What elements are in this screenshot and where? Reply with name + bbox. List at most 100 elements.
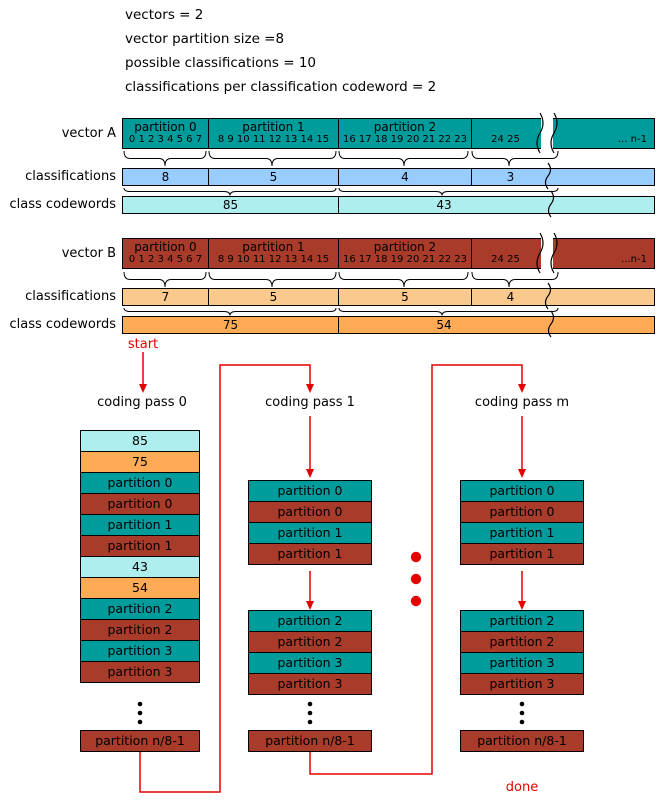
partition-indices: 0 1 2 3 4 5 6 7: [128, 134, 203, 145]
classification-value: 8: [161, 170, 170, 184]
coding-pass-0-label: coding pass 0: [97, 395, 187, 410]
vector-a-label: vector A: [61, 126, 116, 141]
flow-box: partition 1: [248, 543, 372, 565]
param-line-classifications: possible classifications = 10: [125, 55, 316, 71]
partition-indices: 24 25: [491, 254, 520, 265]
partition-indices: 24 25: [491, 134, 520, 145]
start-label: start: [127, 337, 159, 352]
partition-indices: 8 9 10 11 12 13 14 15: [217, 254, 330, 265]
flow-box: partition 2: [248, 631, 372, 653]
flow-box: partition 2: [80, 619, 200, 641]
partition-label: partition 2: [373, 120, 437, 134]
spacer: [557, 119, 650, 134]
partition-indices: 16 17 18 19 20 21 22 23: [342, 254, 468, 265]
partition-label: partition 1: [242, 240, 305, 254]
partition-cell: 24 25: [471, 119, 539, 148]
column-ellipsis-dots: [137, 701, 525, 725]
partition-label: partition 2: [373, 240, 437, 254]
partition-label: partition 0: [134, 240, 197, 254]
flow-box: partition 0: [80, 493, 200, 515]
flow-box: partition 3: [80, 640, 200, 662]
flow-box: partition 3: [248, 673, 372, 695]
classification-value: 3: [471, 169, 549, 185]
flow-box: partition 0: [460, 501, 584, 523]
partition-indices: 16 17 18 19 20 21 22 23: [342, 134, 468, 145]
flow-box: partition 3: [460, 673, 584, 695]
flow-box: 43: [80, 556, 200, 578]
class-codewords-b-bar: 75 54: [122, 316, 655, 334]
done-label: done: [505, 780, 539, 795]
bar-tail-cell: ...n-1: [557, 239, 650, 268]
classifications-a-label: classifications: [25, 169, 116, 184]
partition-label: partition 1: [242, 120, 305, 134]
flow-box: partition 1: [80, 535, 200, 557]
flow-box: partition 2: [248, 610, 372, 632]
classification-value: 5: [208, 289, 338, 305]
param-line-codeword: classifications per classification codew…: [125, 79, 437, 95]
vector-b-label: vector B: [61, 246, 116, 261]
coding-pass-m-label: coding pass m: [474, 395, 570, 410]
partition-label: partition 0: [134, 120, 197, 134]
classification-value: 5: [208, 169, 338, 185]
classification-value: 4: [471, 289, 549, 305]
coding-pass-1-final: partition n/8-1: [248, 730, 372, 752]
flow-box: partition 0: [248, 480, 372, 502]
flow-box: partition 3: [460, 652, 584, 674]
tail-indices: ... n-1: [617, 134, 647, 145]
class-codewords-b-label: class codewords: [9, 317, 116, 332]
coding-pass-0-final: partition n/8-1: [80, 730, 200, 752]
spacer: [557, 239, 650, 254]
coding-pass-1-label: coding pass 1: [265, 395, 355, 410]
flow-box: partition 0: [460, 480, 584, 502]
classification-value: 7: [161, 290, 170, 304]
param-line-partition-size: vector partition size =8: [125, 31, 285, 47]
flow-box: partition 1: [460, 522, 584, 544]
flow-box: partition 3: [248, 652, 372, 674]
codeword-value: 54: [338, 317, 549, 333]
classifications-b-label: classifications: [25, 289, 116, 304]
flow-box: 54: [80, 577, 200, 599]
flow-final-box: partition n/8-1: [80, 730, 200, 752]
flow-box: 75: [80, 451, 200, 473]
flow-box: partition 2: [80, 598, 200, 620]
flow-box: partition 2: [460, 631, 584, 653]
codeword-value: 75: [222, 318, 239, 332]
codeword-value: 85: [222, 198, 239, 212]
classification-value: 4: [338, 169, 471, 185]
partition-indices: 8 9 10 11 12 13 14 15: [217, 134, 330, 145]
classification-value: 5: [338, 289, 471, 305]
partition-indices: 0 1 2 3 4 5 6 7: [128, 254, 203, 265]
class-codewords-a-bar: 85 43: [122, 196, 655, 214]
flow-box: partition 3: [80, 661, 200, 683]
tail-indices: ...n-1: [621, 254, 647, 265]
param-line-vectors: vectors = 2: [125, 7, 204, 23]
flow-box: 85: [80, 430, 200, 452]
partition-label: [472, 119, 539, 134]
flow-box: partition 1: [248, 522, 372, 544]
bar-tail-cell: ... n-1: [557, 119, 650, 148]
coding-pass-m-final: partition n/8-1: [460, 730, 584, 752]
codeword-value: 43: [338, 197, 549, 213]
flow-box: partition 1: [80, 514, 200, 536]
flow-box: partition 0: [248, 501, 372, 523]
pass-ellipsis-dots: [410, 551, 422, 607]
flow-box: partition 1: [460, 543, 584, 565]
partition-cell: 24 25: [471, 239, 539, 268]
flow-final-box: partition n/8-1: [248, 730, 372, 752]
